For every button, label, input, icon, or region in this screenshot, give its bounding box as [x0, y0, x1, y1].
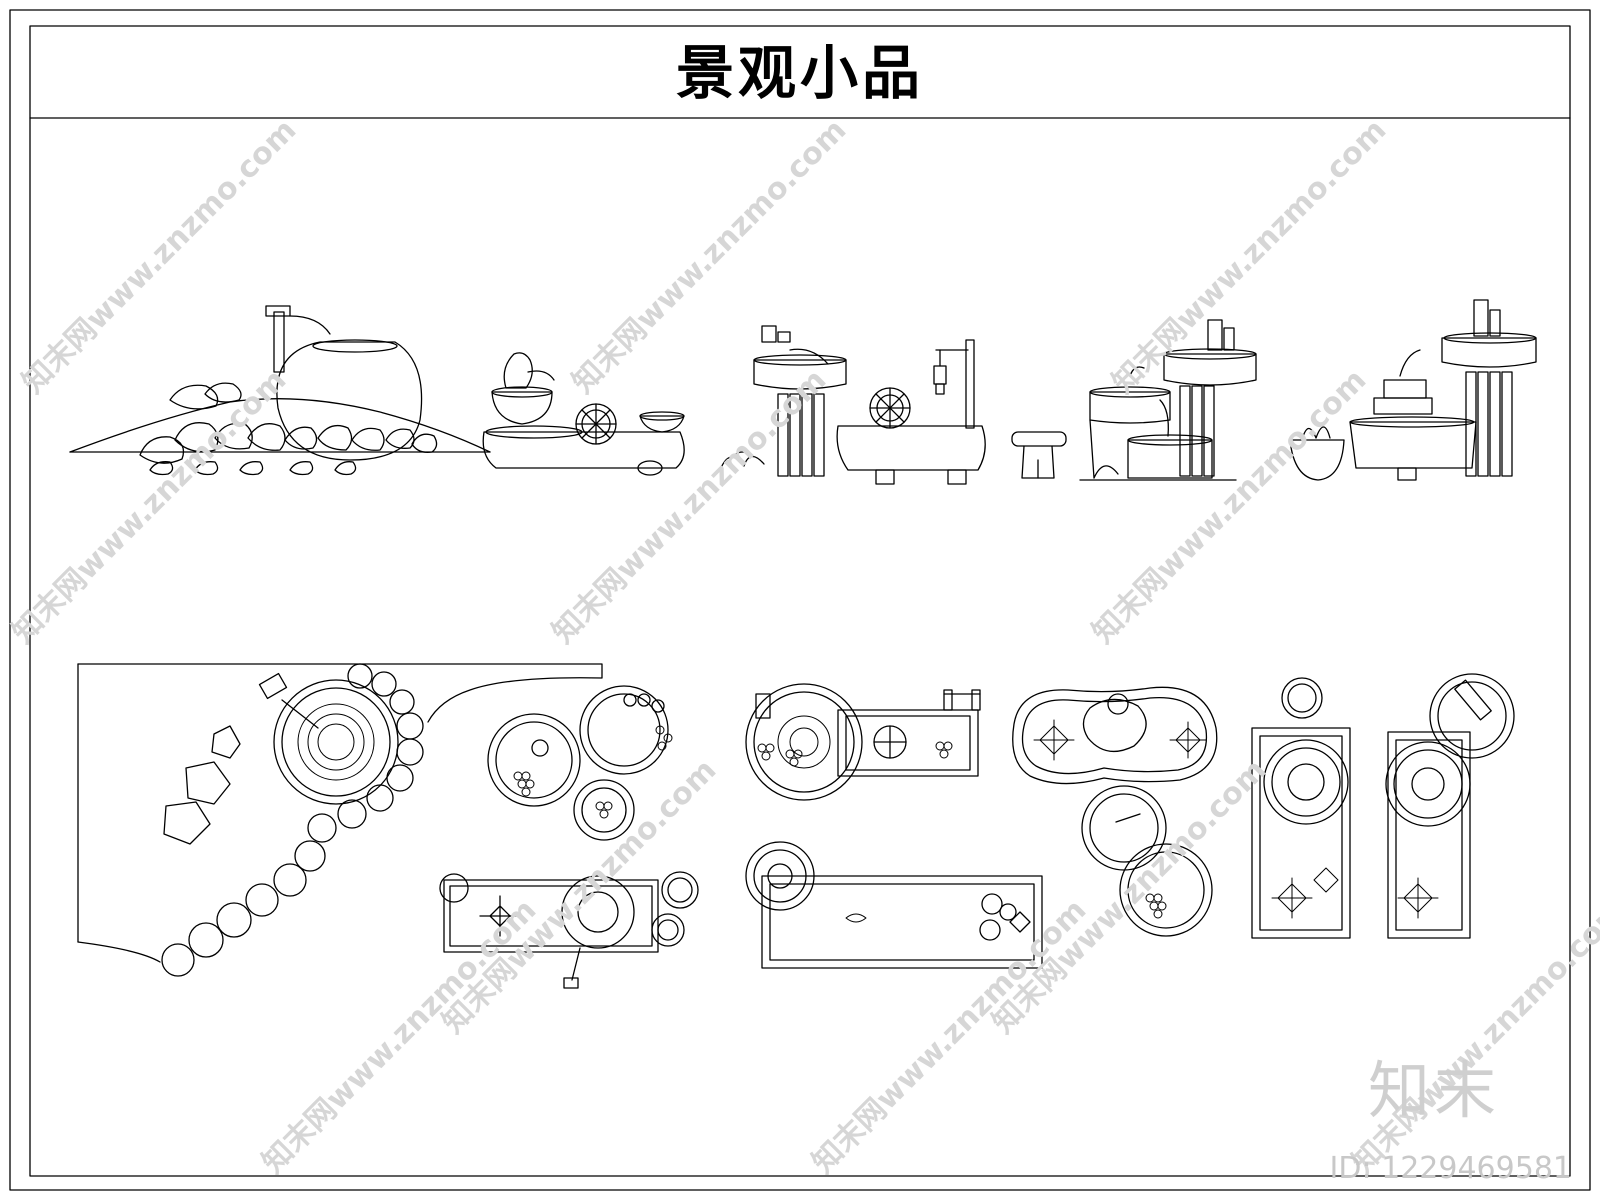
sheet-frame	[10, 10, 1590, 1190]
plan-rect-pool-basin	[440, 872, 698, 988]
plan-kidney-pond	[1013, 687, 1217, 783]
elevation-millstone-fountain	[1290, 300, 1536, 480]
plan-urn-rockpath	[78, 664, 602, 976]
elevation-urn-fountain	[70, 306, 490, 475]
rock-border	[162, 664, 423, 976]
plan-narrow-pool-ring	[1252, 678, 1350, 938]
grape-cluster	[514, 726, 672, 818]
plan-waterwheel-trough	[746, 684, 980, 800]
grape-cluster	[758, 742, 952, 766]
column-stack	[1180, 386, 1214, 476]
brand-logo-text: 知末	[1367, 1054, 1500, 1127]
column-stack	[1466, 372, 1512, 476]
document-id: ID: 1229469581	[1329, 1151, 1572, 1186]
elevation-stone-stool	[1012, 432, 1066, 478]
plan-long-pool	[746, 842, 1042, 968]
column-stack	[778, 394, 824, 476]
sheet-title: 景观小品	[675, 39, 924, 107]
plan-stacked-basins	[1386, 674, 1514, 938]
elevation-pillar-fountain	[720, 326, 985, 484]
elevation-waterwheel-basins	[483, 353, 684, 475]
plan-twin-basins	[1082, 786, 1212, 936]
plan-round-basins	[488, 686, 672, 840]
rock-pile	[140, 383, 437, 474]
grape-cluster	[1146, 894, 1166, 918]
elevation-tiered-basins	[1080, 320, 1256, 480]
